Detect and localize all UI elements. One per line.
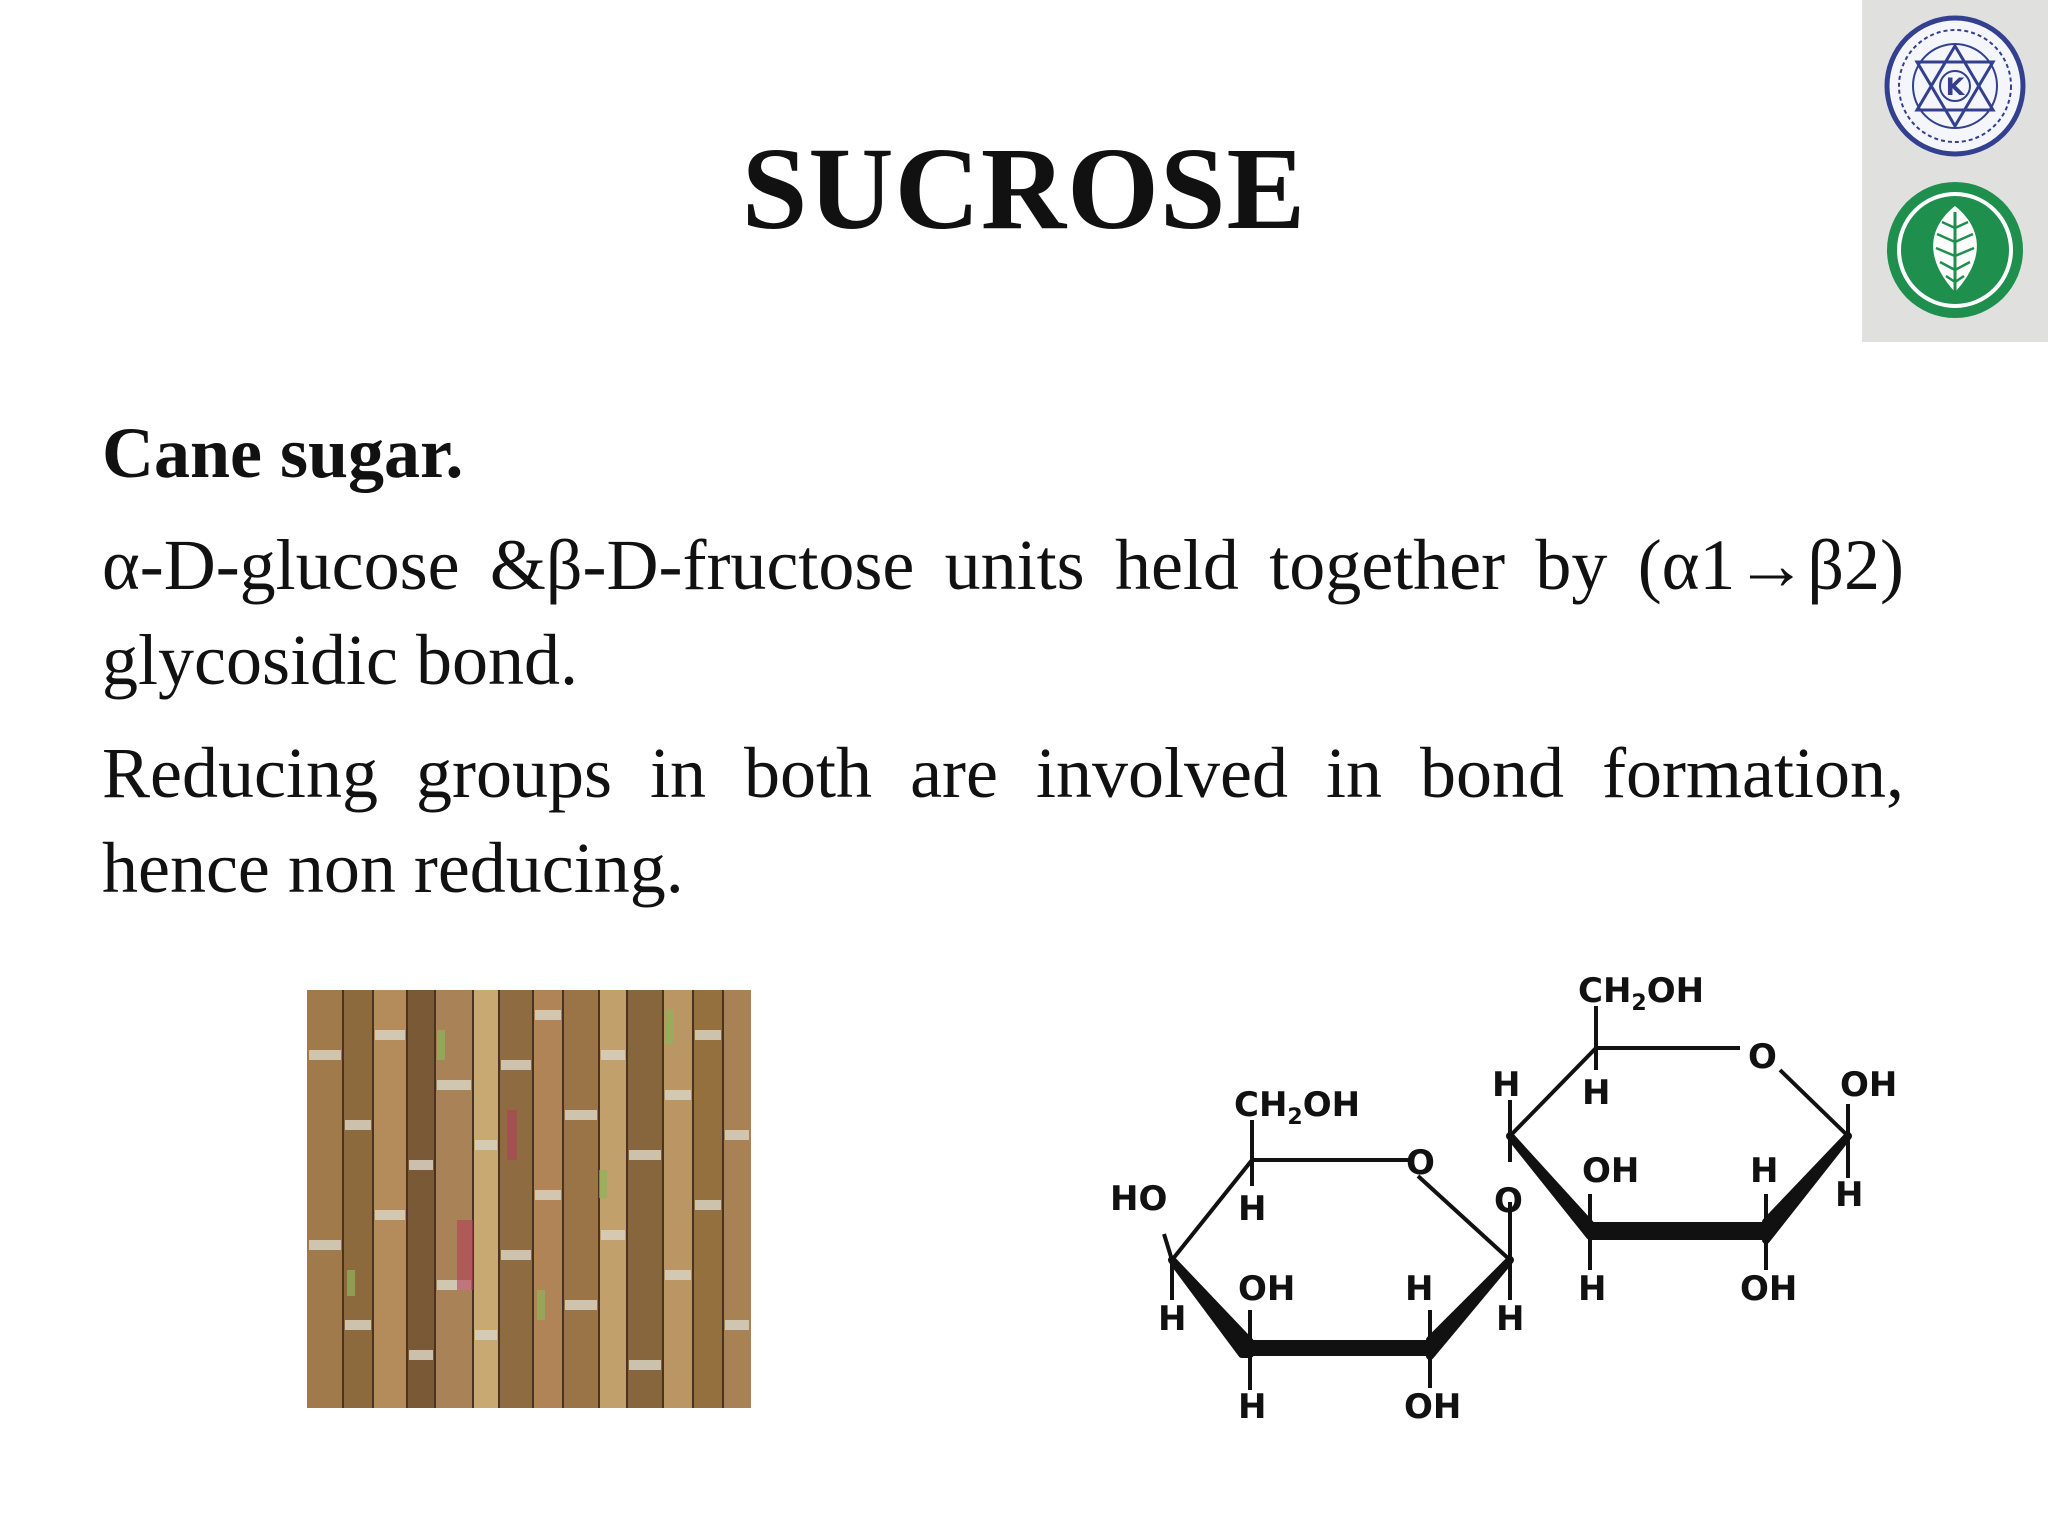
paragraph-glycosidic-bond: α-D-glucose &β-D-fructose units held tog… (102, 525, 1904, 700)
logo-panel: K (1862, 0, 2048, 342)
fructose-c1-oh: OH (1840, 1065, 1897, 1105)
glucose-c4-h: H (1158, 1299, 1186, 1339)
bridge-oxygen: O (1494, 1181, 1523, 1221)
subheading: Cane sugar. (102, 413, 464, 493)
glycosidic-bridge: O (1494, 1136, 1523, 1221)
glucose-c3-h: H (1238, 1387, 1266, 1427)
sugarcane-photo (307, 990, 751, 1408)
sucrose-structure-diagram: CH2OH O HO H H OH H H OH H O (1110, 971, 1897, 1427)
fructose-c4-oh: OH (1740, 1269, 1797, 1309)
glucose-ch2oh-ch: CH (1234, 1085, 1287, 1125)
fructose-c5-h: H (1582, 1073, 1610, 1113)
glucose-c2-oh: OH (1404, 1387, 1461, 1427)
fructose-ch2oh-oh: OH (1647, 971, 1704, 1011)
glucose-c3-oh: OH (1238, 1269, 1295, 1309)
glucose-ring: CH2OH O HO H H OH H H OH H (1110, 1085, 1524, 1427)
glucose-ring-o: O (1406, 1143, 1435, 1183)
glucose-ch2oh-sub: 2 (1287, 1105, 1302, 1130)
logo-graphics: K (1884, 15, 2026, 318)
fructose-c4-h: H (1750, 1151, 1778, 1191)
fructose-ring: CH2OH O H H OH OH H H H OH (1492, 971, 1897, 1309)
fructose-c2-h: H (1492, 1065, 1520, 1105)
institution-seal-icon: K (1884, 15, 2026, 157)
seal-letter: K (1946, 73, 1966, 101)
fructose-c1-h: H (1835, 1175, 1863, 1215)
sugarcane-illustration (307, 990, 751, 1408)
leaf-emblem-icon (1887, 182, 2023, 318)
fructose-ch2oh-sub: 2 (1631, 991, 1646, 1016)
fructose-c3-oh: OH (1582, 1151, 1639, 1191)
svg-text:CH2OH: CH2OH (1234, 1085, 1360, 1130)
slide-title: SUCROSE (741, 123, 1307, 254)
fructose-ring-o: O (1748, 1037, 1777, 1077)
glucose-c2-h: H (1405, 1269, 1433, 1309)
glucose-ch2oh-oh: OH (1303, 1085, 1360, 1125)
glucose-c1-h: H (1496, 1299, 1524, 1339)
svg-text:CH2OH: CH2OH (1578, 971, 1704, 1016)
fructose-c3-h: H (1578, 1269, 1606, 1309)
glucose-c5-h: H (1238, 1189, 1266, 1229)
fructose-ch2oh-ch: CH (1578, 971, 1631, 1011)
paragraph-non-reducing: Reducing groups in both are involved in … (102, 733, 1904, 908)
glucose-c4-ho: HO (1110, 1179, 1167, 1219)
